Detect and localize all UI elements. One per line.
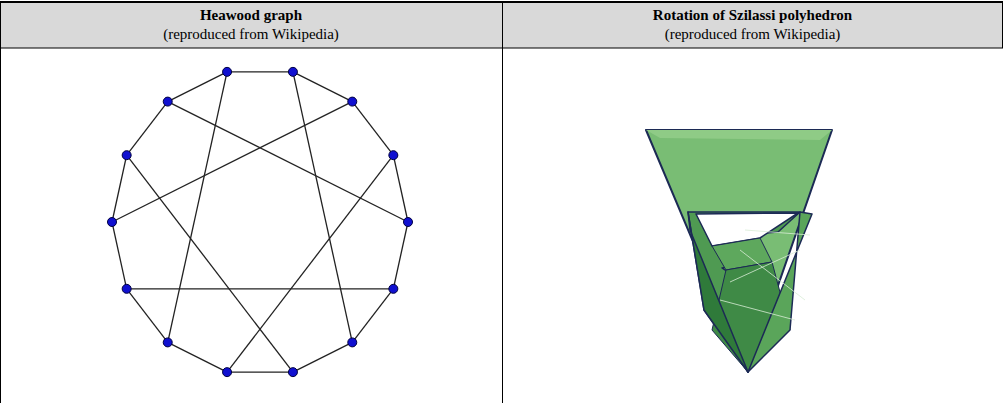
source-note: (reproduced from Wikipedia) [0,25,502,43]
source-note: (reproduced from Wikipedia) [502,25,1003,43]
graph-edge [293,342,352,372]
graph-vertex [348,338,357,347]
graph-vertex [223,368,232,377]
column-heading: Rotation of Szilassi polyhedron [502,6,1003,24]
graph-edge [127,289,168,343]
heawood-graph [108,67,413,376]
table-left-rule [0,2,1,403]
graph-edge [393,155,408,222]
graph-edge [127,155,293,372]
graph-edge [168,342,227,372]
graph-vertex [288,368,297,377]
szilassi-polyhedron [646,130,832,372]
graph-edge [352,289,393,343]
graph-edge [227,371,293,372]
graph-vertex [163,338,172,347]
graph-edge [112,222,127,289]
header-row [0,2,1003,48]
table-right-rule [1002,2,1003,48]
graph-vertex [122,284,131,293]
graph-vertex [122,151,131,160]
graph-vertex [389,284,398,293]
graph-vertex [389,151,398,160]
header-rule [0,48,1003,49]
graph-edge [227,71,293,72]
graph-edge [168,72,227,102]
graph-edge [227,155,393,372]
graph-vertex [108,218,117,227]
graph-vertex [404,218,413,227]
graph-edge [168,102,408,222]
column-rule [502,2,503,403]
column-heading: Heawood graph [0,6,502,24]
graph-edge [112,155,127,222]
graph-edge [293,72,352,102]
table-top-rule [0,1,1003,3]
graph-edge [393,222,408,289]
graph-edge [352,102,393,156]
graph-vertex [223,67,232,76]
graph-edge [127,288,394,289]
graph-edge [127,102,168,156]
graph-vertex [163,97,172,106]
graph-edge [112,102,352,222]
graph-vertex [288,67,297,76]
graph-edge [168,72,227,343]
graph-vertex [348,97,357,106]
graph-edge [293,72,352,343]
